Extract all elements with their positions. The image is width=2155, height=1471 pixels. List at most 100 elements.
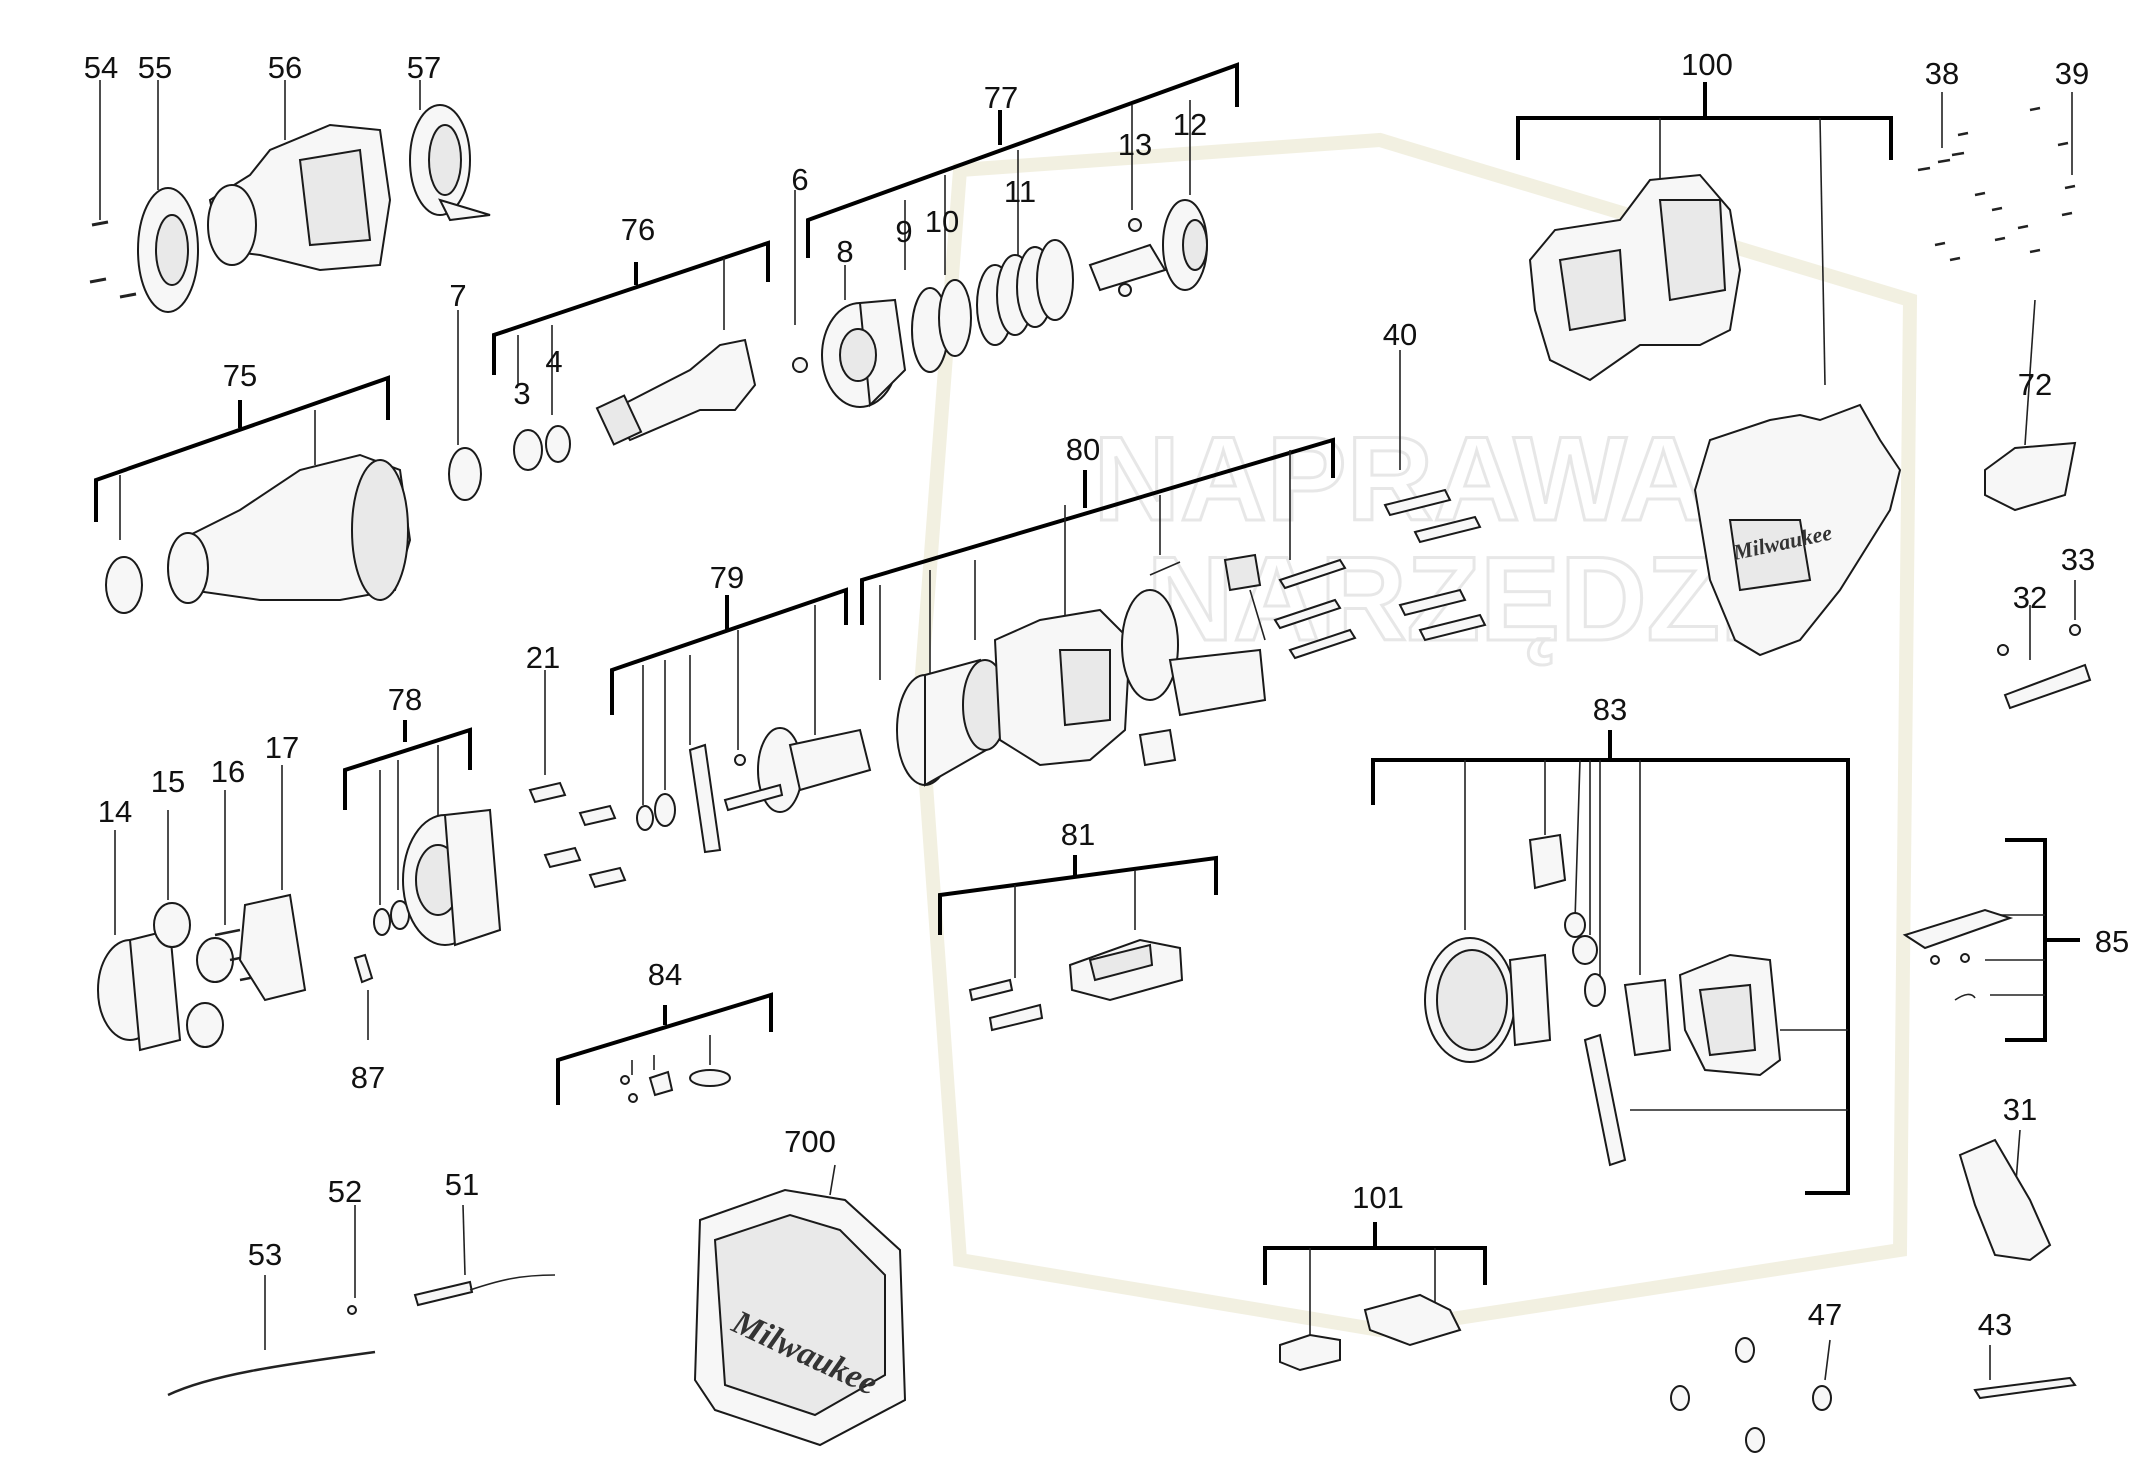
electronics-80 xyxy=(1121,553,1267,767)
assembly-79 xyxy=(610,587,872,854)
assembly-77 xyxy=(806,62,1239,408)
led-bar-32 xyxy=(2003,663,2092,710)
handle-83 xyxy=(1678,953,1782,1077)
wires-51-53 xyxy=(167,1204,556,1397)
anvil-76 xyxy=(595,338,757,446)
gears-14-17 xyxy=(97,765,374,1052)
screw-54 xyxy=(89,220,137,299)
anvil-housing-75 xyxy=(167,453,412,604)
pin-87 xyxy=(353,953,374,984)
assembly-84 xyxy=(556,992,773,1105)
label-16: 16 xyxy=(211,754,245,789)
screws-21 xyxy=(528,670,627,889)
cam-shaft-12 xyxy=(1088,199,1208,292)
label-21: 21 xyxy=(526,640,560,675)
screw-85b xyxy=(1960,953,1970,963)
label-43: 43 xyxy=(1978,1307,2012,1342)
ball-13 xyxy=(1128,218,1142,232)
stator-80 xyxy=(896,658,1008,787)
flange-55-hub xyxy=(155,214,189,286)
label-81: 81 xyxy=(1061,817,1095,852)
ring-4 xyxy=(545,425,571,463)
label-87: 87 xyxy=(351,1060,385,1095)
parts-54-57 xyxy=(89,80,491,313)
label-101: 101 xyxy=(1352,1180,1404,1215)
wire-51 xyxy=(413,1280,474,1307)
label-3: 3 xyxy=(513,376,530,411)
label-52: 52 xyxy=(328,1174,362,1209)
knob-83 xyxy=(1528,833,1567,890)
spring-11 xyxy=(976,239,1074,346)
clip-part-83 xyxy=(1623,978,1672,1057)
label-10: 10 xyxy=(925,204,959,239)
assembly-76 xyxy=(492,240,770,471)
switch-101 xyxy=(1279,1333,1341,1372)
baffle-79 xyxy=(688,743,722,854)
clip-84 xyxy=(648,1070,674,1097)
label-15: 15 xyxy=(151,764,185,799)
gear-housing-56 xyxy=(207,123,392,272)
ball-13b xyxy=(1118,283,1132,297)
gear-plate-78 xyxy=(402,808,502,947)
belt-clip-ring-83 xyxy=(1424,937,1552,1063)
washer-10 xyxy=(938,279,972,357)
bearing-78a xyxy=(373,908,391,936)
screw-85a xyxy=(1930,955,1940,965)
ring-gear-14 xyxy=(97,928,182,1052)
label-4: 4 xyxy=(545,344,562,379)
assembly-85 xyxy=(1902,838,2080,1042)
label-14: 14 xyxy=(98,794,132,829)
bearing-79a xyxy=(636,805,654,831)
o-ring-84 xyxy=(689,1069,731,1087)
label-72: 72 xyxy=(2018,367,2052,402)
label-83: 83 xyxy=(1593,692,1627,727)
bearing-79b xyxy=(654,793,676,827)
wire-51-lead xyxy=(469,1274,556,1291)
planet-gear-15 xyxy=(153,902,191,948)
label-47: 47 xyxy=(1808,1297,1842,1332)
screw-79 xyxy=(734,754,746,766)
label-56: 56 xyxy=(268,50,302,85)
label-75: 75 xyxy=(223,358,257,393)
housing-half-left xyxy=(1528,173,1742,382)
ball-6 xyxy=(792,357,808,373)
label-13: 13 xyxy=(1118,127,1152,162)
hammer-8 xyxy=(821,298,907,408)
caps-47 xyxy=(1670,1337,1832,1453)
label-6: 6 xyxy=(791,162,808,197)
label-33: 33 xyxy=(2061,542,2095,577)
label-84: 84 xyxy=(648,957,682,992)
label-85: 85 xyxy=(2095,924,2129,959)
label-700: 700 xyxy=(784,1124,836,1159)
label-57: 57 xyxy=(407,50,441,85)
seal-75 xyxy=(105,556,143,614)
label-54: 54 xyxy=(84,50,118,85)
hook-43 xyxy=(1973,1376,2077,1400)
rotor-79 xyxy=(723,727,872,813)
assembly-80 xyxy=(860,437,1357,787)
spring-83a xyxy=(1564,912,1586,938)
assembly-78 xyxy=(343,720,502,947)
assembly-81 xyxy=(938,855,1218,1032)
label-31: 31 xyxy=(2003,1092,2037,1127)
label-40: 40 xyxy=(1383,317,1417,352)
nut-83 xyxy=(1572,935,1598,965)
long-screws-80 xyxy=(1273,558,1357,660)
battery-terminal-81 xyxy=(1068,938,1184,1002)
assembly-75 xyxy=(94,375,412,614)
label-100: 100 xyxy=(1681,47,1733,82)
label-76: 76 xyxy=(621,212,655,247)
carry-case-700: Milwaukee xyxy=(693,1164,907,1447)
planet-gear-16a xyxy=(196,937,234,983)
label-12: 12 xyxy=(1173,107,1207,142)
label-8: 8 xyxy=(836,234,853,269)
bit-holder-85 xyxy=(1902,908,2014,950)
assembly-83 xyxy=(1371,730,1850,1195)
cover-31 xyxy=(1958,1138,2052,1262)
label-32: 32 xyxy=(2013,580,2047,615)
assembly-101 xyxy=(1263,1222,1487,1372)
contact-81a xyxy=(968,978,1014,1002)
screws-38-39 xyxy=(1917,92,2076,262)
label-80: 80 xyxy=(1066,432,1100,467)
